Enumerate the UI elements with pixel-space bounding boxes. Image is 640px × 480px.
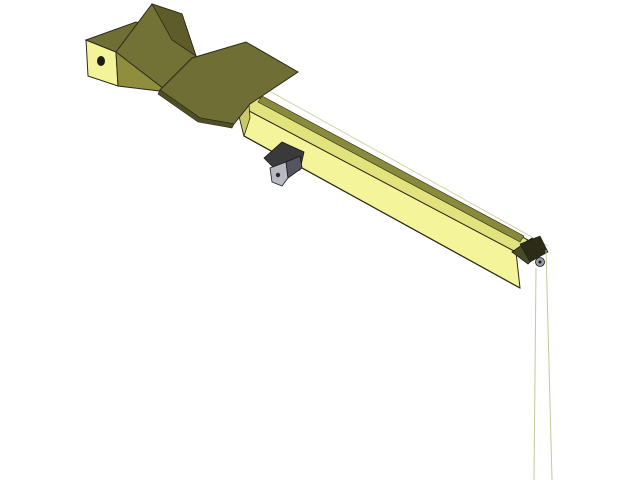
tip-assembly [511,235,549,267]
mount-bracket [263,141,305,187]
tip-sheave-housing [519,235,549,263]
upper-gusset-shadow [151,3,197,57]
hoist-cable-left [533,267,537,480]
boom-top-channel [257,95,525,243]
lower-gusset-edge [157,89,235,129]
pulley-axle-icon [538,260,542,264]
boom-beam [235,91,529,289]
guide-cable [245,77,549,247]
bracket-hole-icon [275,172,281,178]
boom-front-face [235,103,521,289]
bracket-side [285,155,303,179]
circle-hole-icon [97,56,105,66]
hoist-cable-right [545,249,553,480]
